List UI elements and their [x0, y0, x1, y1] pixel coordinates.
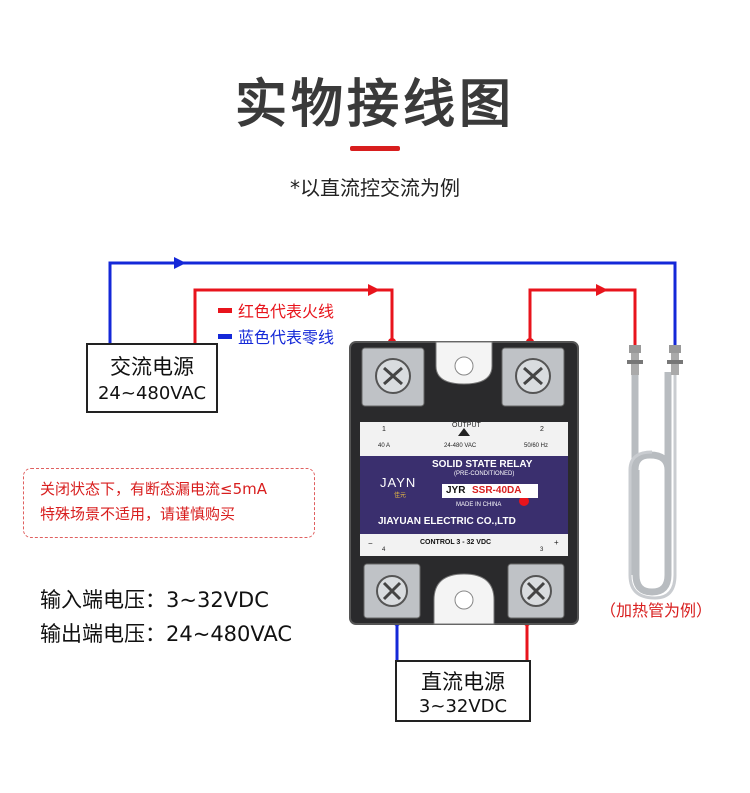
terminal-2-screw-slot: [523, 366, 543, 386]
voltage-rating: 24-480 VAC: [444, 443, 477, 449]
status-led-icon: [519, 496, 529, 506]
model-plate: [442, 484, 538, 498]
legend-red-label: 红色代表火线: [238, 302, 335, 321]
brand-cn: 佳元: [394, 493, 407, 499]
made-in: MADE IN CHINA: [456, 502, 502, 508]
current-rating: 40 A: [378, 443, 391, 449]
relay-bottom-hole: [454, 590, 474, 610]
legend-blue: 蓝色代表零线: [218, 324, 334, 348]
input-voltage-spec: 输入端电压：3~32VDC: [40, 588, 269, 612]
output-voltage-spec: 输出端电压：24~480VAC: [40, 622, 293, 646]
dc-source-box: 直流电源 3~32VDC: [395, 660, 531, 722]
top-label-strip: [360, 422, 568, 456]
solid-state-relay: 1 2 OUTPUT 40 A 24-480 VAC 50/60 Hz SOLI…: [348, 338, 580, 628]
red-swatch: [218, 307, 232, 313]
ac-source-voltage: 24~480VAC: [97, 383, 207, 404]
model-number: SSR-40DA: [472, 485, 522, 496]
model-prefix: JYR: [446, 485, 466, 496]
heater-terminal-left: [627, 345, 643, 375]
dc-source-name: 直流电源: [421, 670, 505, 694]
relay-top-hole: [454, 356, 474, 376]
terminal-4-screw-slot: [382, 581, 402, 601]
leakage-note: 关闭状态下，有断态漏电流≤5mA 特殊场景不适用，请谨慎购买: [23, 468, 315, 538]
terminal-1-label: 1: [382, 426, 386, 433]
output-label: OUTPUT: [452, 422, 481, 429]
heater-tube: [628, 372, 677, 600]
blue-arrow: [174, 257, 186, 269]
note-line-1: 关闭状态下，有断态漏电流≤5mA: [40, 480, 267, 498]
legend: 红色代表火线 蓝色代表零线: [218, 298, 334, 348]
heater-terminal-right: [667, 345, 683, 375]
ac-source-box: 交流电源 24~480VAC: [86, 343, 218, 413]
terminal-1-screw-slot: [383, 366, 403, 386]
relay-type: SOLID STATE RELAY: [432, 459, 533, 470]
red-arrow-in: [368, 284, 380, 296]
page-subtitle: *以直流控交流为例: [290, 176, 460, 200]
red-live-wire-out: [528, 288, 637, 345]
bottom-label-strip: [360, 534, 568, 556]
control-label: CONTROL 3 - 32 VDC: [420, 539, 492, 546]
red-arrow-out: [596, 284, 608, 296]
note-line-2: 特殊场景不适用，请谨慎购买: [40, 505, 236, 523]
pre-conditioned: (PRE-CONDITIONED): [454, 471, 515, 477]
frequency-rating: 50/60 Hz: [524, 443, 549, 449]
blue-swatch: [218, 333, 232, 339]
terminal-3-screw-slot: [526, 581, 546, 601]
terminal-2-label: 2: [540, 426, 544, 433]
terminal-4-label: 4: [382, 547, 386, 553]
brand-logo: JAYN: [380, 475, 417, 490]
title-underline: [350, 146, 400, 151]
terminal-3-label: 3: [540, 547, 544, 553]
blue-neutral-wire: [108, 261, 677, 345]
output-arrow-icon: [458, 428, 470, 436]
heater-label: （加热管为例）: [600, 601, 713, 620]
plus-label: +: [554, 538, 559, 547]
page-title: 实物接线图: [234, 75, 515, 135]
minus-label: −: [368, 539, 373, 548]
ac-source-name: 交流电源: [110, 355, 194, 379]
dc-source-voltage: 3~32VDC: [418, 696, 508, 717]
red-live-wire-in: [193, 288, 394, 345]
legend-blue-label: 蓝色代表零线: [238, 328, 335, 347]
legend-red: 红色代表火线: [218, 298, 334, 322]
manufacturer: JIAYUAN ELECTRIC CO.,LTD: [378, 516, 516, 527]
